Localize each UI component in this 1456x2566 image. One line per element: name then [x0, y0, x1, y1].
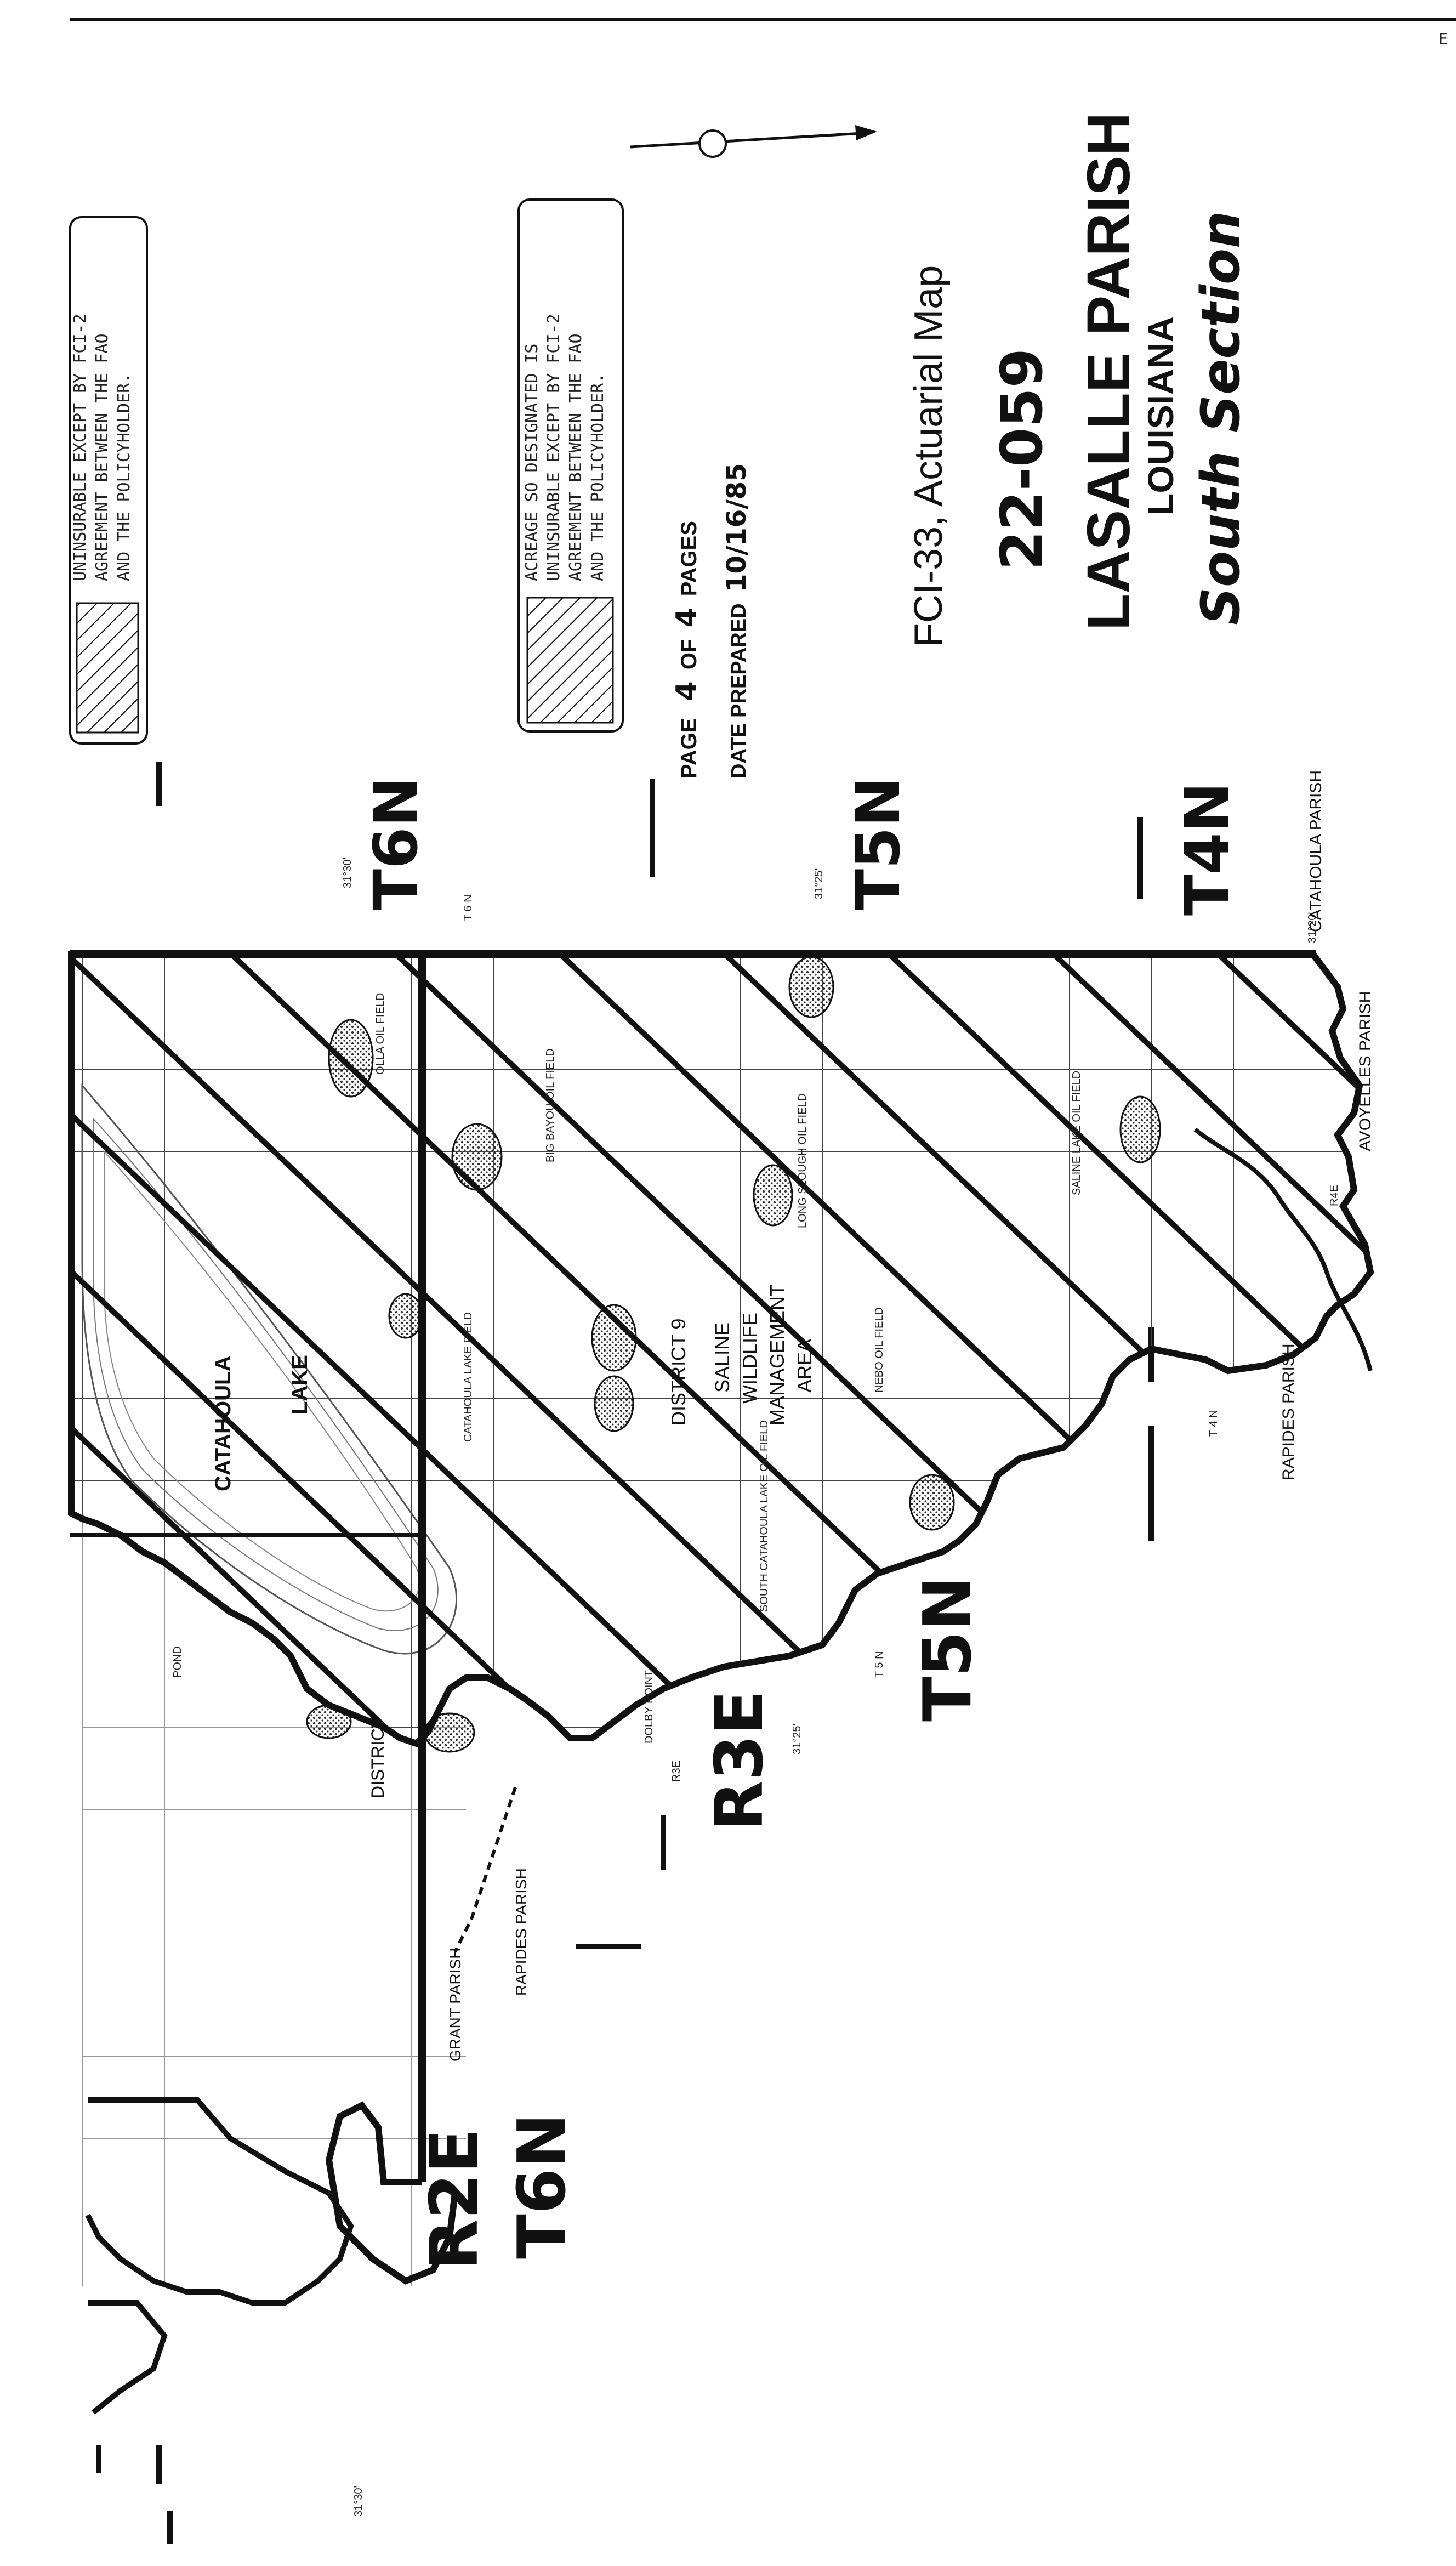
- legend-partial-line-2: AGREEMENT BETWEEN THE FAO: [93, 333, 112, 581]
- boundary-lines: [70, 950, 1316, 2415]
- legend-box-partial: UNINSURABLE EXCEPT BY FCI-2 AGREEMENT BE…: [69, 216, 148, 745]
- svg-text:31°20': 31°20': [1306, 912, 1318, 943]
- svg-text:T 5 N: T 5 N: [873, 1651, 885, 1678]
- parish-title: LASALLE PARISH: [1075, 112, 1142, 631]
- svg-text:31°30': 31°30': [342, 858, 354, 888]
- river-east: [1193, 1127, 1373, 1371]
- label-saline: SALINE: [711, 1322, 733, 1393]
- svg-text:OLLA OIL FIELD: OLLA OIL FIELD: [374, 993, 386, 1075]
- legend-line-3: AGREEMENT BETWEEN THE FAO: [566, 333, 585, 581]
- svg-text:31°25': 31°25': [791, 1724, 803, 1755]
- state-name: LOUISIANA: [1140, 316, 1181, 515]
- svg-text:DATE PREPARED 10/16/85: DATE PREPARED 10/16/85: [721, 463, 752, 779]
- label-t6n-bottom: T6N: [504, 2113, 581, 2259]
- label-lake: LAKE: [288, 1355, 312, 1415]
- svg-text:PAGE 4 OF 4: PAGE 4 OF 4 PAGES: [670, 521, 703, 779]
- title-block: FCI-33, Actuarial Map 22-059 LASALLE PAR…: [907, 112, 1252, 647]
- map-number: 22-059: [988, 348, 1055, 570]
- legend-line-4: AND THE POLICYHOLDER.: [588, 373, 607, 581]
- svg-text:R3E: R3E: [670, 1761, 682, 1782]
- catahoula-lake: [81, 1083, 458, 1655]
- label-r3e: R3E: [702, 1690, 778, 1831]
- label-t5n-bottom: T5N: [910, 1576, 986, 1722]
- svg-text:SOUTH CATAHOULA LAKE OIL FIELD: SOUTH CATAHOULA LAKE OIL FIELD: [758, 1420, 770, 1612]
- legend-line-1: ACREAGE SO DESIGNATED IS: [522, 344, 542, 581]
- label-management: MANAGEMENT: [766, 1284, 788, 1426]
- svg-text:31°30': 31°30': [352, 2486, 365, 2517]
- form-number: FCI-33, Actuarial Map: [907, 265, 951, 647]
- interior-labels: CATAHOULA LAKE DISTRICT 9 SALINE WILDLIF…: [172, 993, 1083, 1798]
- section-grid-west: [82, 1519, 466, 2286]
- legend-partial-line-1: UNINSURABLE EXCEPT BY FCI-2: [71, 314, 90, 581]
- svg-text:LONG SLOUGH OIL FIELD: LONG SLOUGH OIL FIELD: [797, 1093, 809, 1228]
- svg-text:POND: POND: [172, 1646, 184, 1678]
- page-info: PAGE 4 OF 4 PAGES DATE PREPARED 10/16/85: [670, 463, 752, 779]
- svg-text:NEBO OIL FIELD: NEBO OIL FIELD: [873, 1307, 885, 1393]
- svg-text:BIG BAYOU OIL FIELD: BIG BAYOU OIL FIELD: [544, 1048, 556, 1162]
- label-wildlife: WILDLIFE: [738, 1313, 761, 1404]
- label-t4n-top: T4N: [1172, 782, 1242, 916]
- coordinate-labels: 31°30' 31°25' 31°20' 31°25' 31°30' R3E R…: [342, 858, 1340, 2517]
- svg-text:SALINE LAKE OIL FIELD: SALINE LAKE OIL FIELD: [1071, 1071, 1083, 1195]
- parish-labels: CATAHOULA PARISH AVOYELLES PARISH RAPIDE…: [447, 770, 1374, 2062]
- label-catahoula: CATAHOULA: [211, 1356, 235, 1491]
- svg-text:T 6 N: T 6 N: [462, 894, 474, 921]
- label-grant-parish: GRANT PARISH: [447, 1948, 464, 2062]
- corner-mark: E: [1438, 30, 1448, 48]
- svg-text:CATAHOULA LAKE FIELD: CATAHOULA LAKE FIELD: [462, 1312, 474, 1442]
- legend-partial-line-3: AND THE POLICYHOLDER.: [115, 373, 134, 581]
- label-area: AREA: [793, 1339, 816, 1393]
- label-district: DISTRICT: [368, 1717, 388, 1798]
- legend-box: ACREAGE SO DESIGNATED IS UNINSURABLE EXC…: [517, 198, 624, 733]
- label-t5n-top: T5N: [843, 776, 913, 910]
- svg-text:DOLBY POINT: DOLBY POINT: [643, 1670, 655, 1744]
- svg-text:R4E: R4E: [1328, 1185, 1340, 1206]
- label-t6n-top: T6N: [361, 776, 431, 910]
- township-labels: T6N T5N T4N T5N R3E R2E T6N: [361, 776, 1242, 2270]
- label-avoyelles-parish: AVOYELLES PARISH: [1356, 991, 1374, 1151]
- label-rapides-parish-east: RAPIDES PARISH: [1279, 1343, 1298, 1480]
- svg-text:31°25': 31°25': [813, 868, 825, 899]
- north-arrow-icon: [630, 125, 877, 158]
- section-name: South Section: [1190, 211, 1252, 625]
- label-rapides-parish-west: RAPIDES PARISH: [513, 1868, 530, 1996]
- legend-line-2: UNINSURABLE EXCEPT BY FCI-2: [544, 314, 564, 581]
- label-r2e: R2E: [417, 2128, 493, 2270]
- label-district-9: DISTRICT 9: [667, 1319, 690, 1426]
- label-catahoula-parish: CATAHOULA PARISH: [1307, 770, 1325, 932]
- svg-text:T 4 N: T 4 N: [1208, 1410, 1220, 1437]
